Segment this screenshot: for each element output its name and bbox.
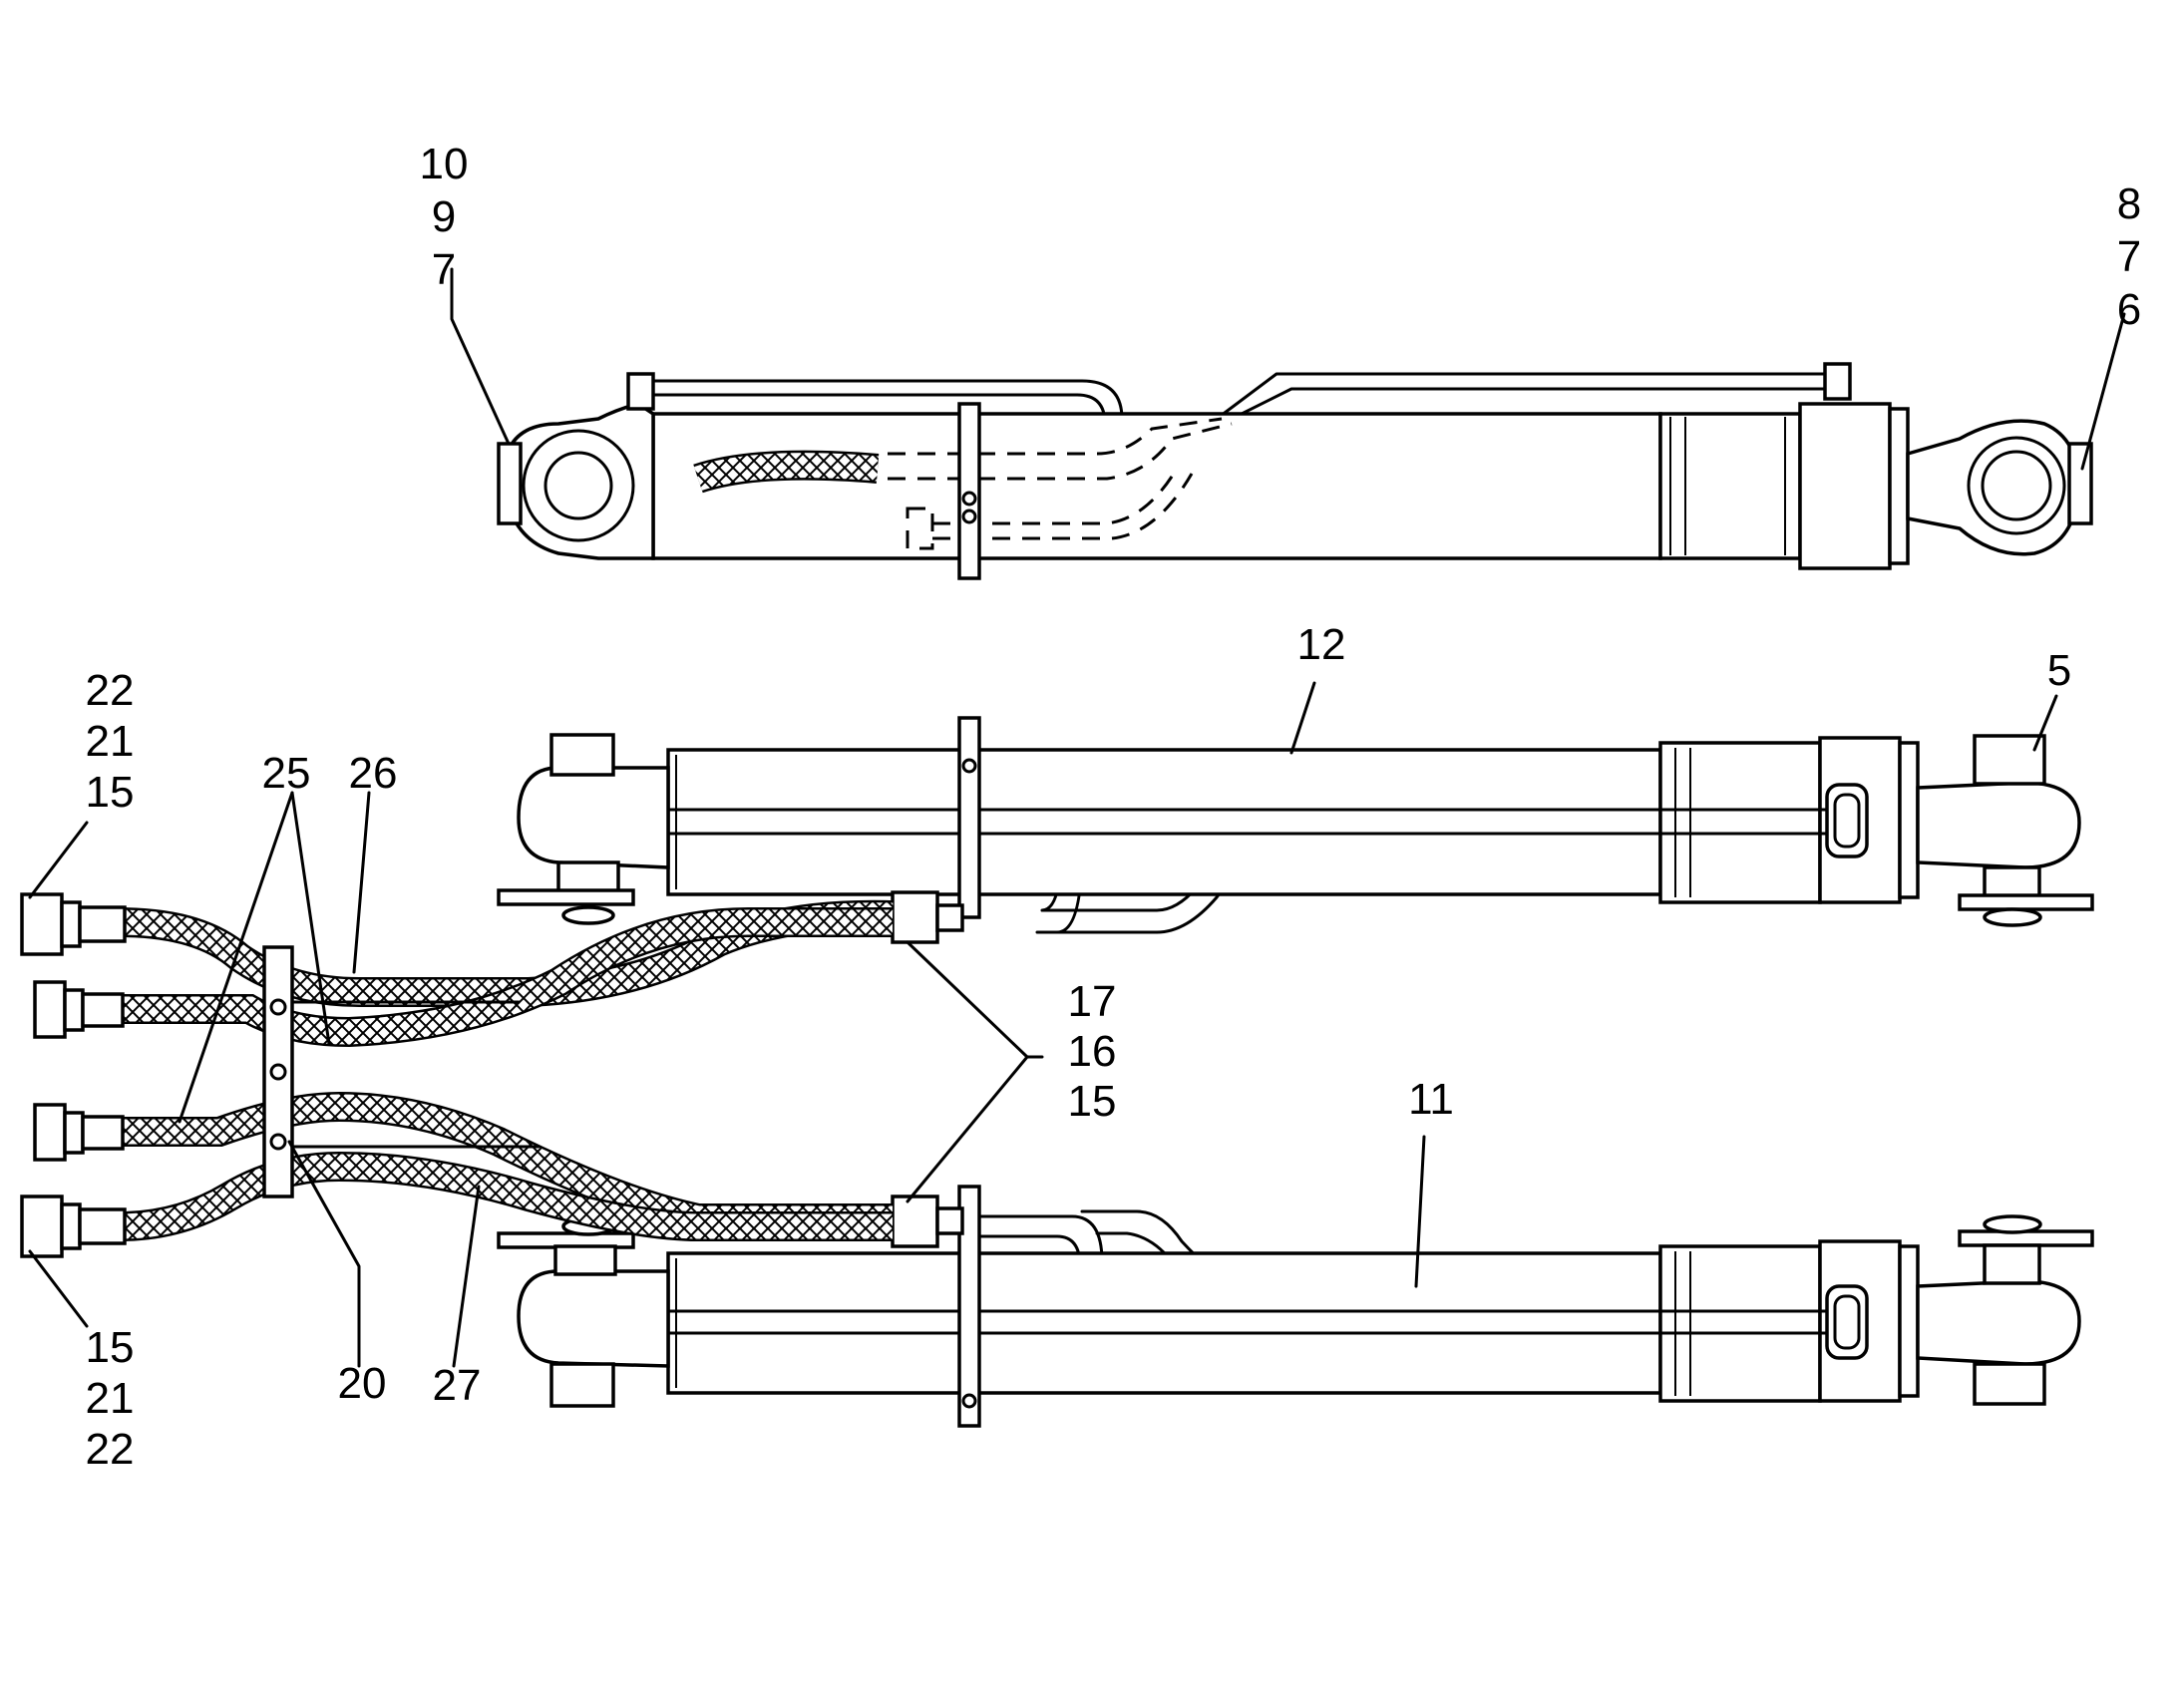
top-view-cylinder xyxy=(497,362,2093,580)
callout-10: 10 xyxy=(419,140,469,188)
callout-17: 17 xyxy=(1067,977,1117,1026)
callout-9: 9 xyxy=(431,192,457,241)
callout-20: 20 xyxy=(337,1359,387,1408)
upper-cylinder xyxy=(497,716,2094,944)
callout-22-upper: 22 xyxy=(85,666,135,715)
callout-16: 16 xyxy=(1067,1027,1117,1076)
hose-assembly xyxy=(20,892,894,1258)
callout-15-upper: 15 xyxy=(85,768,135,817)
lower-cylinder xyxy=(497,1185,2094,1428)
callout-5: 5 xyxy=(2046,646,2072,695)
callout-7-left: 7 xyxy=(431,245,457,294)
callout-15-lower: 15 xyxy=(85,1323,135,1372)
leader-lines xyxy=(28,267,2126,1368)
callout-25: 25 xyxy=(261,749,311,798)
callout-15-middle: 15 xyxy=(1067,1077,1117,1126)
callout-8: 8 xyxy=(2116,179,2142,228)
callout-11: 11 xyxy=(1408,1075,1454,1124)
callout-21-upper: 21 xyxy=(85,717,135,766)
callout-21-lower: 21 xyxy=(85,1374,135,1423)
callout-26: 26 xyxy=(348,749,398,798)
callout-22-lower: 22 xyxy=(85,1425,135,1474)
callout-7-right: 7 xyxy=(2116,232,2142,281)
callout-27: 27 xyxy=(432,1361,482,1410)
callout-6: 6 xyxy=(2116,285,2142,334)
callout-12: 12 xyxy=(1296,620,1346,669)
